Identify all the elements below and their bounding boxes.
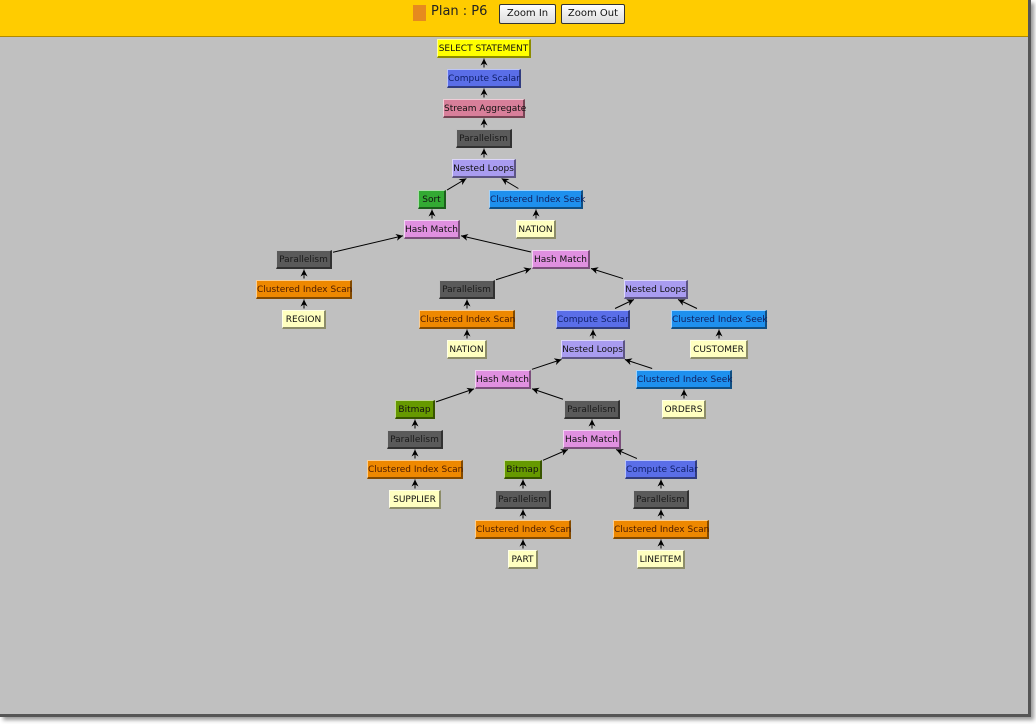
plan-edge-arrow <box>624 358 653 369</box>
toolbar: Plan : P6 Zoom In Zoom Out <box>0 0 1028 37</box>
plan-node-scan[interactable]: Clustered Index Scan <box>613 519 709 539</box>
plan-node-sort[interactable]: Sort <box>418 189 446 209</box>
plan-node-seek[interactable]: Clustered Index Seek <box>489 189 586 209</box>
plan-edge-arrow <box>501 178 519 189</box>
plan-color-swatch <box>413 5 426 21</box>
plan-node-loops[interactable]: Nested Loops <box>452 158 516 178</box>
plan-node-compute[interactable]: Compute Scalar <box>447 68 521 88</box>
plan-node-seek[interactable]: Clustered Index Seek <box>671 309 768 329</box>
plan-node-loops[interactable]: Nested Loops <box>624 279 688 299</box>
plan-node-seek[interactable]: Clustered Index Seek <box>636 369 733 389</box>
plan-node-parallelism[interactable]: Parallelism <box>276 249 332 269</box>
plan-node-parallelism[interactable]: Parallelism <box>387 429 443 449</box>
plan-node-compute[interactable]: Compute Scalar <box>625 459 698 479</box>
plan-node-table[interactable]: LINEITEM <box>637 549 685 569</box>
plan-edges <box>300 58 723 549</box>
plan-node-bitmap[interactable]: Bitmap <box>504 459 542 479</box>
plan-node-compute[interactable]: Compute Scalar <box>556 309 630 329</box>
plan-node-hash[interactable]: Hash Match <box>532 249 590 269</box>
plan-node-scan[interactable]: Clustered Index Scan <box>419 309 515 329</box>
plan-edge-arrow <box>614 299 635 309</box>
plan-node-bitmap[interactable]: Bitmap <box>395 399 435 419</box>
plan-node-table[interactable]: CUSTOMER <box>690 339 748 359</box>
plan-edge-arrow <box>460 233 532 253</box>
plan-edge-arrow <box>446 178 467 191</box>
plan-edge-arrow <box>531 387 564 400</box>
plan-node-parallelism[interactable]: Parallelism <box>633 489 689 509</box>
plan-node-parallelism[interactable]: Parallelism <box>456 128 512 148</box>
plan-edge-arrow <box>495 267 532 281</box>
plan-node-parallelism[interactable]: Parallelism <box>495 489 551 509</box>
plan-edge-arrow <box>531 358 562 370</box>
plan-node-table[interactable]: NATION <box>516 219 556 239</box>
plan-node-table[interactable]: NATION <box>447 339 487 359</box>
plan-edge-arrow <box>677 299 698 309</box>
plan-title: Plan : P6 <box>431 4 488 19</box>
plan-node-hash[interactable]: Hash Match <box>404 219 460 239</box>
plan-edge-arrow <box>590 267 624 280</box>
plan-edge-arrow <box>615 449 638 459</box>
plan-node-table[interactable]: REGION <box>282 309 326 329</box>
plan-edge-arrow <box>542 449 569 461</box>
plan-edge-arrow <box>332 233 404 253</box>
plan-node-scan[interactable]: Clustered Index Scan <box>256 279 352 299</box>
plan-node-scan[interactable]: Clustered Index Scan <box>367 459 463 479</box>
plan-node-select[interactable]: SELECT STATEMENT <box>437 38 531 58</box>
plan-node-table[interactable]: SUPPLIER <box>389 489 441 509</box>
plan-node-table[interactable]: PART <box>508 549 538 569</box>
plan-node-parallelism[interactable]: Parallelism <box>439 279 495 299</box>
plan-node-loops[interactable]: Nested Loops <box>561 339 625 359</box>
plan-node-scan[interactable]: Clustered Index Scan <box>475 519 571 539</box>
zoom-out-button[interactable]: Zoom Out <box>561 4 625 24</box>
plan-node-hash[interactable]: Hash Match <box>475 369 531 389</box>
plan-edge-arrow <box>435 387 475 403</box>
plan-node-table[interactable]: ORDERS <box>662 399 706 419</box>
plan-node-hash[interactable]: Hash Match <box>563 429 621 449</box>
plan-node-aggregate[interactable]: Stream Aggregate <box>443 98 526 118</box>
zoom-in-button[interactable]: Zoom In <box>499 4 556 24</box>
plan-node-parallelism[interactable]: Parallelism <box>564 399 620 419</box>
